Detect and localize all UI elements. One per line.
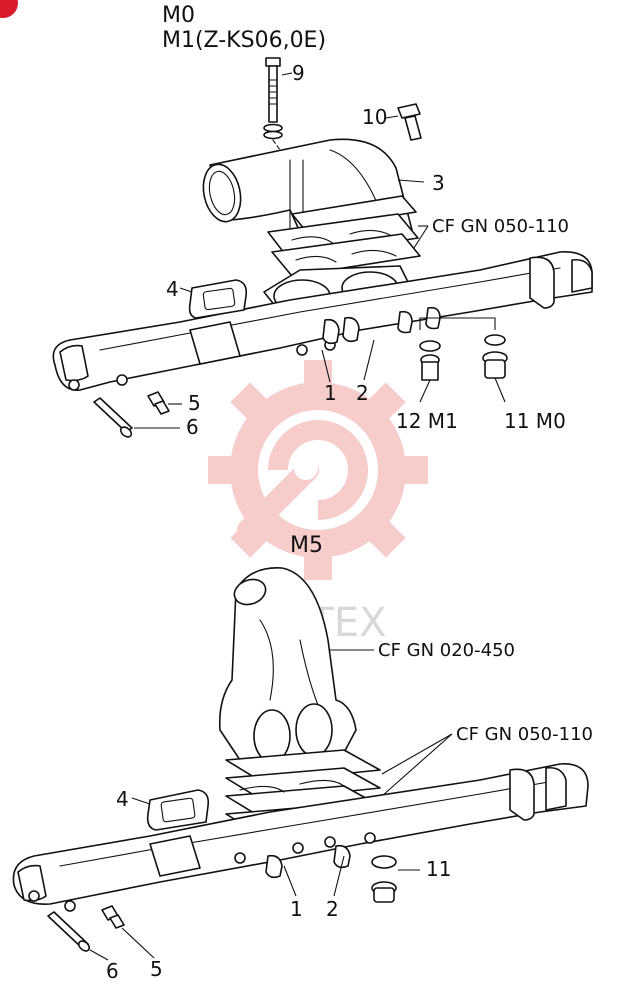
label-2-bottom: 2	[326, 897, 339, 921]
callout-gasket-bottom: CF GN 050-110	[456, 724, 593, 745]
label-4-bottom: 4	[116, 787, 129, 811]
top-assembly: M0 M1(Z-KS06,0E) 9 10 3	[52, 3, 593, 439]
label-11-bottom: 11	[426, 857, 451, 881]
label-3: 3	[432, 171, 445, 195]
label-9: 9	[292, 61, 305, 85]
label-6-bottom: 6	[106, 959, 119, 983]
watermark-logo-icon	[208, 360, 428, 580]
bolt-10-icon	[397, 103, 422, 141]
gasket-4-bottom-icon	[146, 789, 210, 831]
exhaust-manifold-top-icon	[52, 251, 593, 391]
elbow-pipe-3-icon	[202, 138, 417, 233]
label-6-top: 6	[186, 415, 199, 439]
plug-11-bottom-icon	[371, 855, 397, 903]
label-12-m1: 12 M1	[396, 409, 458, 433]
plug-12-icon	[419, 340, 441, 381]
bottom-assembly: M5 CF GN 020-450 CF GN 050-110	[12, 533, 593, 983]
plug-11-icon	[482, 334, 508, 379]
label-11-m0: 11 M0	[504, 409, 566, 433]
label-5-bottom: 5	[150, 957, 163, 981]
label-4: 4	[166, 277, 179, 301]
gasket-plate-icon	[267, 213, 421, 277]
corner-badge-icon	[0, 0, 18, 18]
label-1-top: 1	[324, 381, 337, 405]
top-heading-m0: M0	[162, 3, 195, 28]
gasket-4-icon	[188, 279, 248, 319]
callout-gasket-top: CF GN 050-110	[432, 216, 569, 237]
bolt-9-icon	[263, 57, 288, 161]
stud-5-icon	[147, 391, 170, 415]
label-10: 10	[362, 105, 387, 129]
label-5-top: 5	[188, 391, 201, 415]
label-2-top: 2	[356, 381, 369, 405]
stud-5-bottom-icon	[101, 905, 125, 929]
callout-pipe-bottom: CF GN 020-450	[378, 640, 515, 661]
stud-6-bottom-icon	[47, 911, 91, 952]
bottom-heading-m5: M5	[290, 533, 323, 558]
stud-6-icon	[93, 397, 133, 438]
label-1-bottom: 1	[290, 897, 303, 921]
y-pipe-icon	[218, 567, 357, 763]
exhaust-manifold-bottom-icon	[12, 763, 589, 912]
top-heading-m1: M1(Z-KS06,0E)	[162, 28, 326, 53]
